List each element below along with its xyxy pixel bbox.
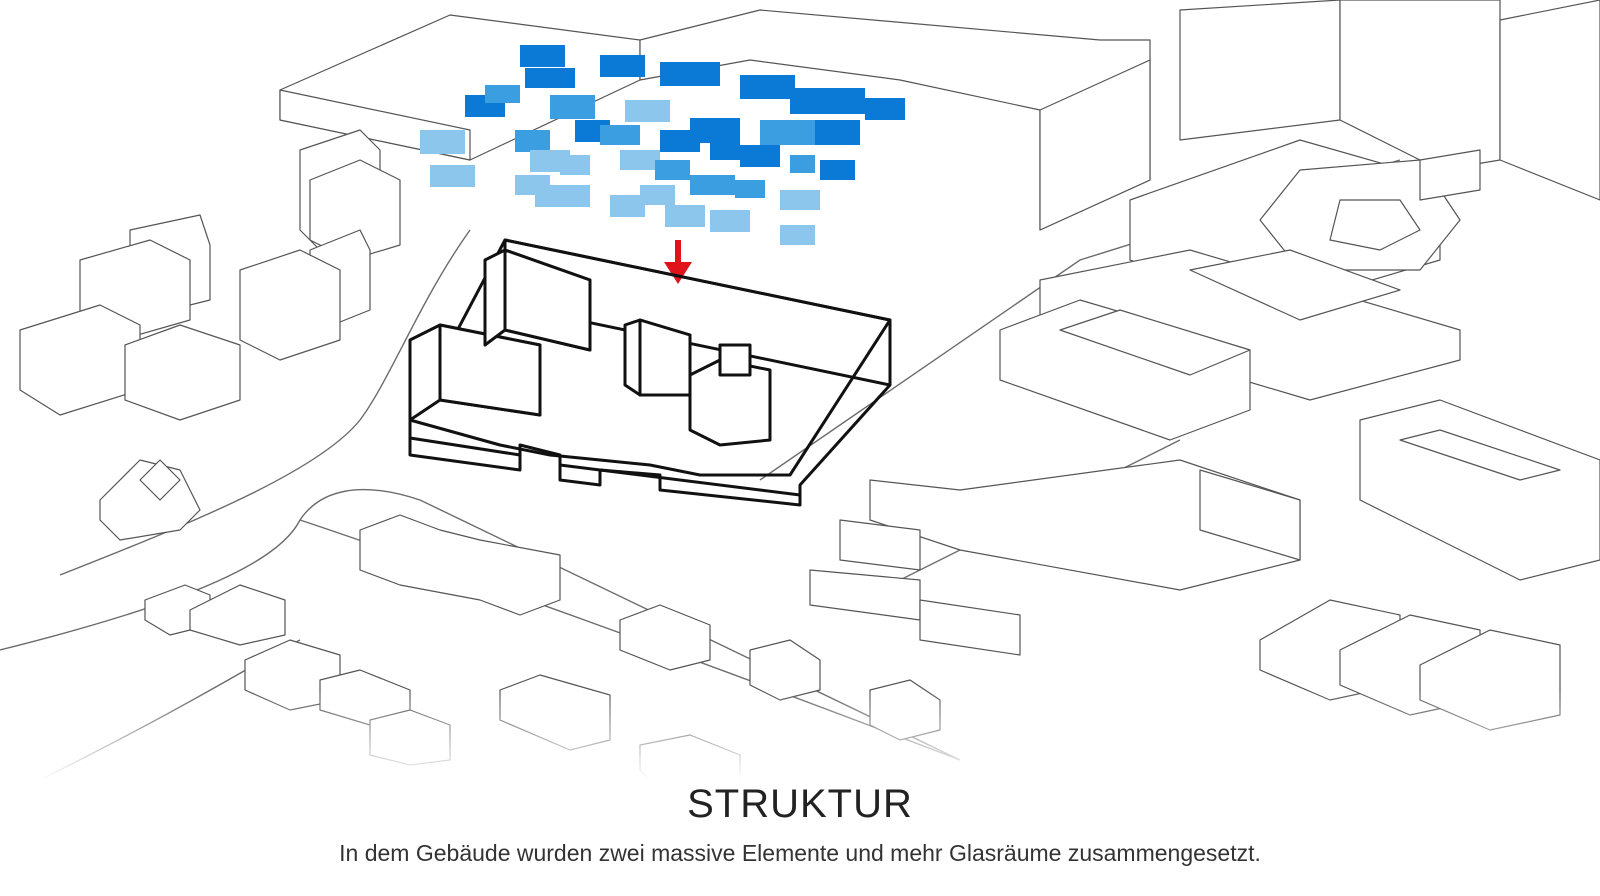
glass-module (625, 100, 670, 122)
down-arrow-icon (664, 240, 692, 284)
glass-module (660, 62, 720, 86)
glass-module (790, 88, 865, 114)
glass-module (690, 118, 740, 143)
glass-modules (420, 45, 905, 245)
glass-module (560, 155, 590, 175)
context-buildings (19, 0, 1600, 780)
glass-module (525, 68, 575, 88)
glass-module (865, 98, 905, 120)
glass-module (740, 145, 780, 167)
glass-module (620, 150, 660, 170)
glass-module (640, 185, 675, 205)
isometric-site-diagram (0, 0, 1600, 780)
glass-module (780, 225, 815, 245)
slab-edge (408, 383, 892, 507)
diagram-title: STRUKTUR (687, 782, 913, 826)
glass-module (780, 190, 820, 210)
glass-module (820, 160, 855, 180)
glass-module (550, 95, 595, 119)
glass-module (760, 120, 815, 145)
glass-module (520, 45, 565, 67)
glass-module (665, 205, 705, 227)
glass-module (515, 130, 550, 152)
glass-module (610, 195, 645, 217)
glass-module (690, 175, 735, 195)
glass-module (430, 165, 475, 187)
diagram-subtitle: In dem Gebäude wurden zwei massive Eleme… (339, 840, 1261, 866)
glass-module (535, 185, 590, 207)
glass-module (710, 140, 740, 160)
glass-module (740, 75, 795, 99)
glass-module (600, 55, 645, 77)
glass-module (710, 210, 750, 232)
bottom-fade (0, 690, 1600, 780)
glass-module (815, 120, 860, 145)
glass-module (600, 125, 640, 145)
glass-module (485, 85, 520, 103)
glass-module (790, 155, 815, 173)
main-building (408, 238, 892, 507)
glass-module (655, 160, 690, 180)
glass-module (420, 130, 465, 154)
glass-module (735, 180, 765, 198)
